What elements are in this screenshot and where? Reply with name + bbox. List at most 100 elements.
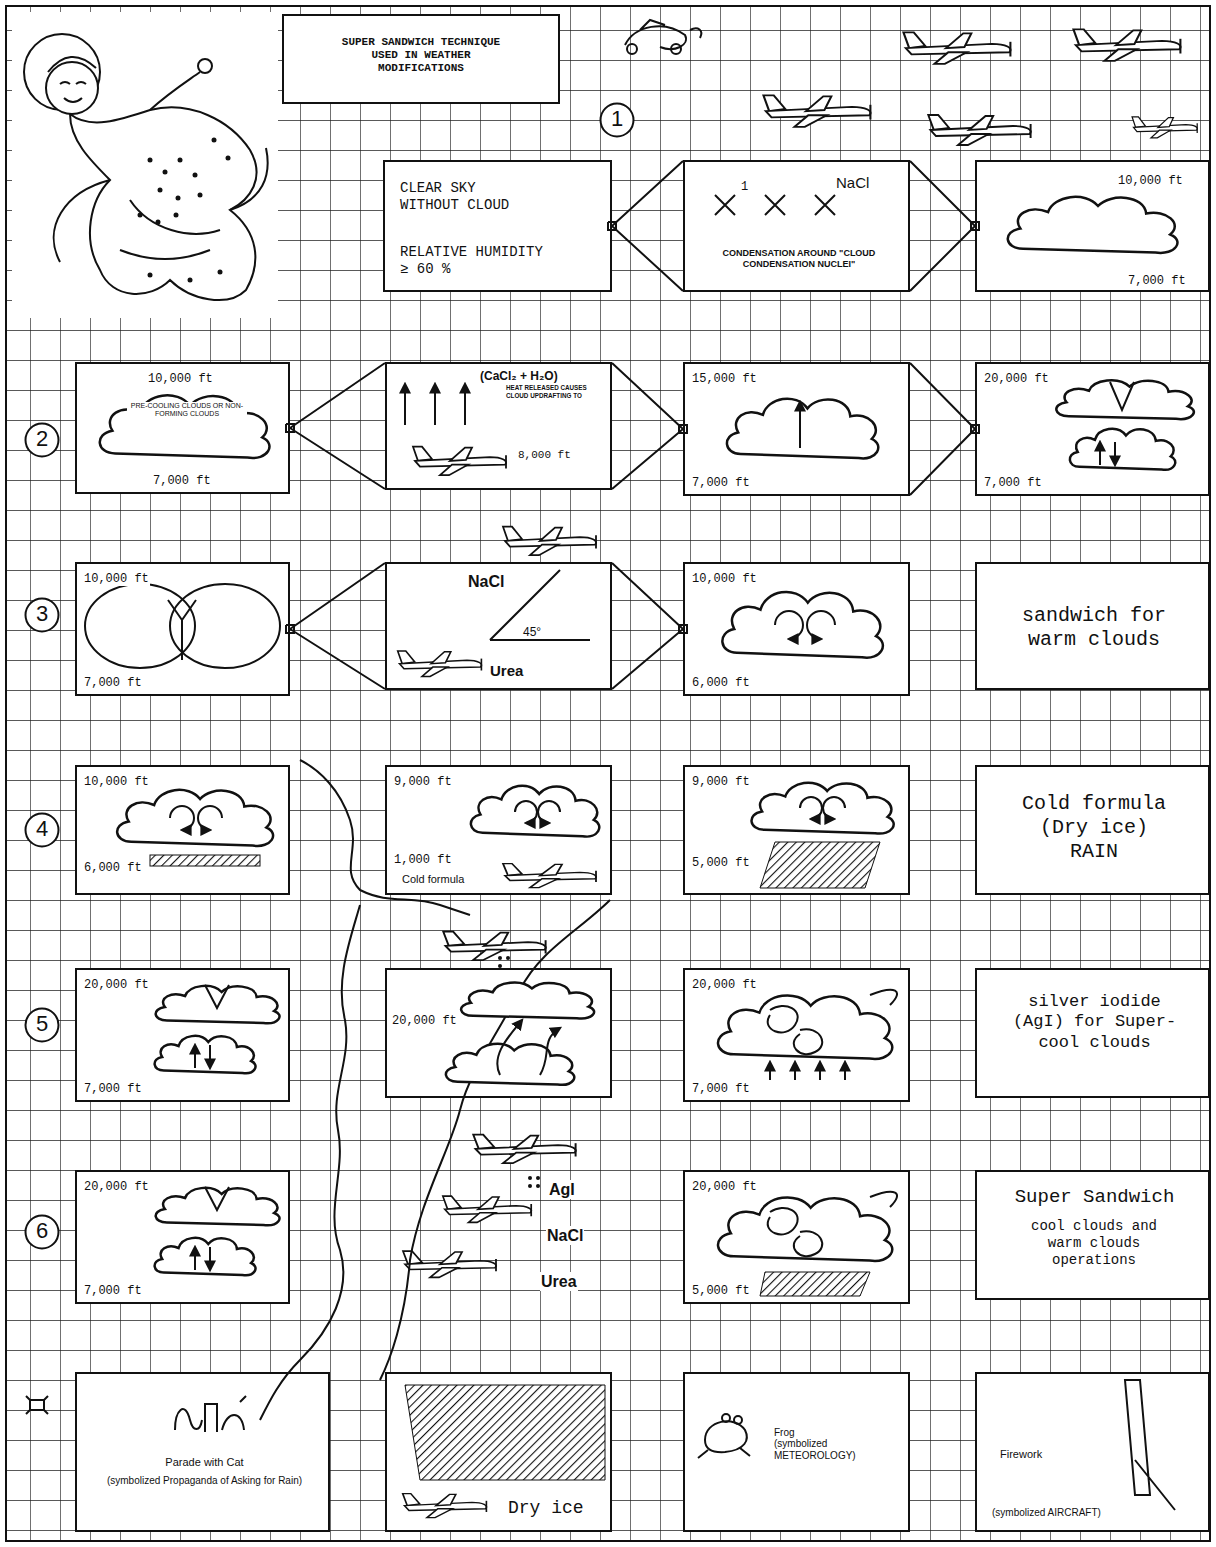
- text-slot: (CaCl₂ + H₂O): [479, 366, 559, 384]
- air-flow-arrows: [170, 806, 194, 830]
- process-caption: CONDENSATION AROUND "CLOUD CONDENSATION …: [699, 248, 899, 270]
- air-flow-arrows: [775, 611, 803, 639]
- map-outline: [380, 900, 610, 1380]
- vehicle-sketch: [627, 44, 637, 54]
- cloud-drawings: [155, 1238, 256, 1275]
- panel-ground: [975, 968, 1210, 1098]
- panel-box: 1 NaClCONDENSATION AROUND "CLOUD CONDENSA…: [683, 160, 910, 292]
- text-slot: 10,000 ft: [1117, 170, 1184, 188]
- text-slot: 7,000 ft: [83, 1078, 143, 1096]
- text-slot: (symbolized AIRCRAFT): [991, 1502, 1102, 1520]
- panel-box: 9,000 ft1,000 ftCold formula: [385, 765, 612, 895]
- rain-hatching: [150, 842, 880, 1480]
- step-number: 6: [35, 1218, 49, 1244]
- panel-ground: [75, 968, 290, 1102]
- text-slot: silver iodide (AgI) for Super-cool cloud…: [1002, 992, 1187, 1053]
- air-flow-arrows: [819, 1062, 821, 1080]
- circle-outline: [601, 104, 634, 137]
- altitude-label: 8,000 ft: [517, 449, 572, 462]
- aircraft-icons: [398, 29, 1198, 1517]
- deity-figure: [64, 98, 82, 102]
- panel-box: 9,000 ft5,000 ft: [683, 765, 910, 895]
- text-slot: (symbolized METEOROLOGY): [773, 1438, 903, 1463]
- panel-box: Frog(symbolized METEOROLOGY): [683, 1372, 910, 1532]
- altitude-label: 9,000 ft: [691, 775, 751, 789]
- altitude-label: 10,000 ft: [147, 372, 214, 386]
- diagram-title: SUPER SANDWICH TECHNIQUE USED IN WEATHER…: [336, 36, 506, 76]
- cloud-drawings: [1008, 197, 1178, 253]
- air-flow-arrows: [538, 801, 560, 823]
- legend-note: (symbolized Propaganda of Asking for Rai…: [106, 1475, 303, 1487]
- circle-outline: [26, 1009, 59, 1042]
- altitude-label: 7,000 ft: [83, 676, 143, 690]
- deity-figure: [218, 270, 223, 275]
- cloud-drawings: [727, 399, 878, 459]
- cloud-drawings: [718, 1197, 892, 1260]
- panel-box: (CaCl₂ + H₂O)HEAT RELEASED CAUSES CLOUD …: [385, 362, 612, 490]
- panel-ground: [975, 562, 1210, 690]
- circle-outline: [26, 424, 59, 457]
- aircraft-icons: [928, 115, 1030, 145]
- condition-text: RELATIVE HUMIDITY ≥ 60 %: [399, 244, 549, 278]
- step-number: 1: [610, 106, 624, 132]
- altitude-label: 7,000 ft: [83, 1082, 143, 1096]
- text-slot: NaCl: [467, 572, 505, 591]
- altitude-label: 15,000 ft: [691, 372, 758, 386]
- map-grid: [6, 6, 1210, 1541]
- seeding-dots: [506, 956, 510, 960]
- air-flow-arrows: [168, 600, 196, 660]
- legend-note: (symbolized METEOROLOGY): [773, 1438, 903, 1462]
- text-slot: 9,000 ft: [393, 771, 453, 789]
- step-circle: 2: [24, 422, 60, 458]
- aircraft-icons: [413, 447, 506, 476]
- connector-layer: [286, 161, 979, 689]
- text-slot: 10,000 ft: [83, 771, 150, 789]
- deity-figure: [188, 278, 193, 283]
- deity-figure: [60, 82, 86, 84]
- method-label: sandwich for warm clouds: [999, 604, 1189, 652]
- panel-ground: [683, 765, 910, 895]
- air-flow-arrows: [769, 1062, 771, 1080]
- text-slot: sandwich for warm clouds: [999, 604, 1189, 652]
- altitude-label: 7,000 ft: [691, 476, 751, 490]
- panel-ground: [75, 765, 290, 895]
- condensation-nuclei: [715, 195, 835, 215]
- altitude-label: 7,000 ft: [83, 1284, 143, 1298]
- text-slot: 7,000 ft: [83, 672, 143, 690]
- text-slot: 1,000 ft: [393, 849, 453, 867]
- panel-number: 1: [740, 180, 749, 194]
- air-flow-arrows: [170, 584, 280, 668]
- chemical-label: NaCl: [546, 1226, 584, 1245]
- panel-box: 20,000 ft5,000 ft: [683, 1170, 910, 1304]
- text-slot: (symbolized Propaganda of Asking for Rai…: [102, 1470, 307, 1488]
- text-slot: 3: [24, 601, 60, 627]
- legend-note: (symbolized AIRCRAFT): [991, 1507, 1102, 1519]
- deity-figure: [46, 62, 98, 114]
- aircraft-icons: [398, 651, 482, 677]
- text-slot: Urea: [540, 1272, 578, 1291]
- text-slot: 6: [24, 1218, 60, 1244]
- zoom-connector: [910, 363, 979, 495]
- text-slot: 8,000 ft: [517, 444, 572, 462]
- panel-ground: [975, 1170, 1210, 1300]
- text-slot: 6,000 ft: [691, 672, 751, 690]
- panel-ground: [385, 562, 612, 690]
- deity-figure: [54, 148, 268, 262]
- title-box: SUPER SANDWICH TECHNIQUE USED IN WEATHER…: [282, 14, 560, 104]
- deity-figure: [138, 138, 231, 283]
- text-slot: 20,000 ft: [391, 1010, 458, 1028]
- altitude-label: 20,000 ft: [983, 372, 1050, 386]
- condition-text: CLEAR SKY WITHOUT CLOUD: [399, 180, 539, 214]
- aircraft-icons: [403, 1251, 496, 1277]
- aircraft-icons: [443, 1196, 531, 1222]
- text-slot: 20,000 ft: [83, 1176, 150, 1194]
- aircraft-icons: [1132, 117, 1197, 138]
- air-flow-arrows: [85, 584, 195, 668]
- deity-figure: [148, 158, 153, 163]
- deity-figure: [70, 107, 257, 300]
- altitude-label: 20,000 ft: [691, 978, 758, 992]
- chemical-label: NaCl: [835, 174, 870, 192]
- air-flow-arrows: [1114, 442, 1116, 465]
